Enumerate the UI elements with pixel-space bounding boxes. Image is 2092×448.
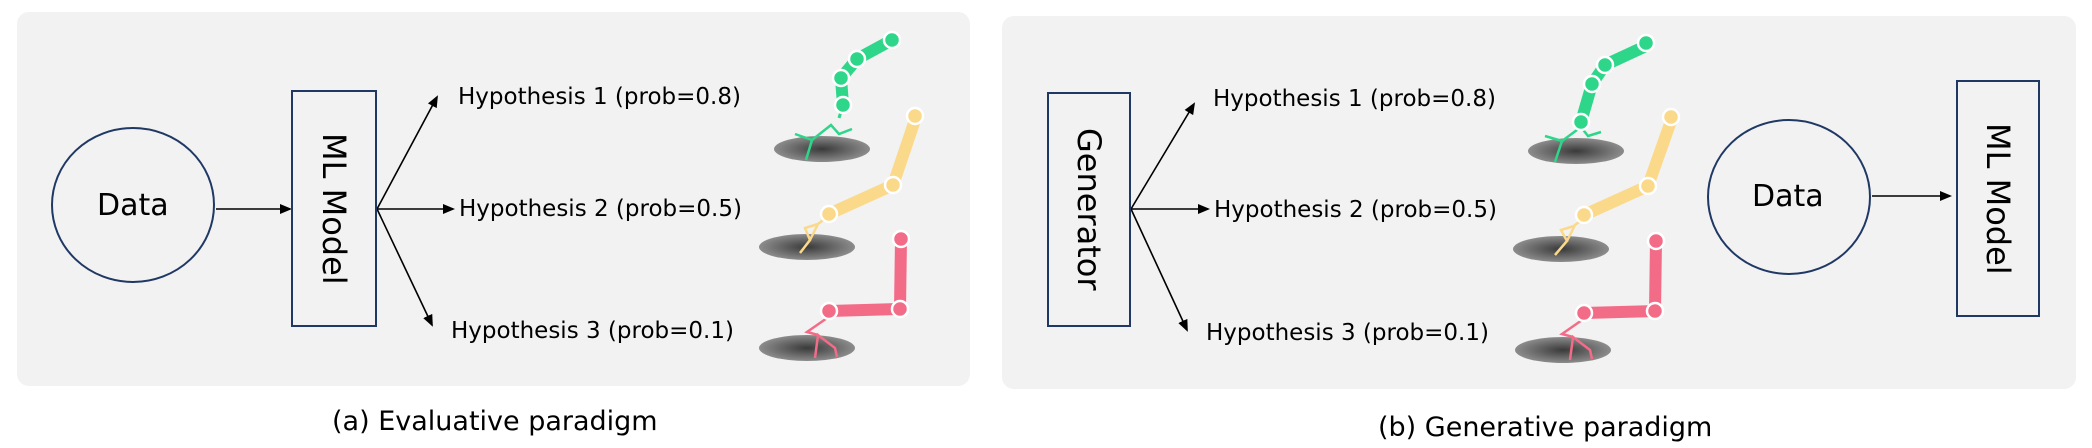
robot-arm-green-a	[774, 30, 902, 162]
robot-arm-red-a	[759, 229, 911, 361]
caption-b: (b) Generative paradigm	[1378, 412, 1713, 443]
robot-arm-yellow-b	[1513, 107, 1681, 262]
ml-model-box-a: ML Model	[291, 90, 377, 327]
hypothesis-2-a: Hypothesis 2 (prob=0.5)	[459, 196, 742, 222]
ml-model-box-b: ML Model	[1956, 80, 2040, 317]
arrow-model-to-hyp1-a	[376, 95, 438, 210]
data-label-b: Data	[1752, 179, 1824, 214]
hypothesis-1-a: Hypothesis 1 (prob=0.8)	[458, 84, 741, 110]
data-label-a: Data	[97, 188, 169, 223]
hypothesis-3-a: Hypothesis 3 (prob=0.1)	[451, 318, 734, 344]
arrow-model-to-hyp3-a	[376, 208, 433, 327]
robot-arm-green-b	[1528, 33, 1656, 164]
caption-a: (a) Evaluative paradigm	[332, 406, 658, 437]
robot-arm-yellow-a	[759, 106, 925, 260]
arrow-generator-to-hyp1-b	[1130, 102, 1196, 210]
data-node-a	[51, 127, 215, 283]
generator-label: Generator	[1070, 128, 1108, 291]
ml-model-label-b: ML Model	[1979, 122, 2017, 275]
hypothesis-1-b: Hypothesis 1 (prob=0.8)	[1213, 86, 1496, 112]
robot-arm-red-b	[1515, 231, 1666, 363]
ml-model-label-a: ML Model	[315, 132, 353, 285]
hypothesis-2-b: Hypothesis 2 (prob=0.5)	[1214, 197, 1497, 223]
data-node-b	[1707, 119, 1871, 275]
arrow-generator-to-hyp3-b	[1130, 208, 1188, 332]
hypothesis-3-b: Hypothesis 3 (prob=0.1)	[1206, 320, 1489, 346]
generator-box: Generator	[1047, 92, 1131, 327]
